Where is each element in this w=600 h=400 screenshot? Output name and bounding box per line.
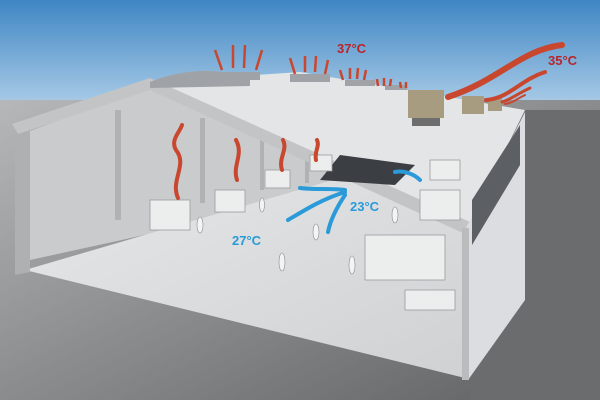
supply-air-temperature: 23°C (350, 199, 380, 214)
roof-skylights (150, 70, 407, 90)
cooling-unit (408, 90, 444, 126)
right-wall-windows (472, 125, 520, 245)
supply-air-arrow (393, 169, 422, 182)
air-duct (320, 155, 415, 185)
intake-air-arrows (445, 42, 565, 105)
rising-heat-arrow (279, 138, 287, 172)
outside-air-temperature: 35°C (548, 53, 578, 68)
left-wall (15, 128, 30, 275)
roof-exhaust-temperature: 37°C (337, 41, 367, 56)
rising-heat-arrow (313, 138, 320, 162)
cooling-unit (462, 96, 484, 114)
hall-temperature: 27°C (232, 233, 262, 248)
hall-floor (25, 175, 465, 378)
workers (196, 197, 399, 275)
supply-air-arrow (326, 193, 347, 234)
supply-air-arrow (298, 186, 347, 192)
roof-exhaust-arrows (213, 44, 408, 89)
hot-air-arrows (172, 123, 320, 200)
supply-air-arrow (286, 190, 347, 222)
front-corner-post (462, 228, 469, 380)
cool-air-arrows (286, 169, 422, 234)
rising-heat-arrow (233, 138, 241, 182)
rising-heat-arrow (172, 123, 184, 200)
machines (149, 154, 461, 311)
